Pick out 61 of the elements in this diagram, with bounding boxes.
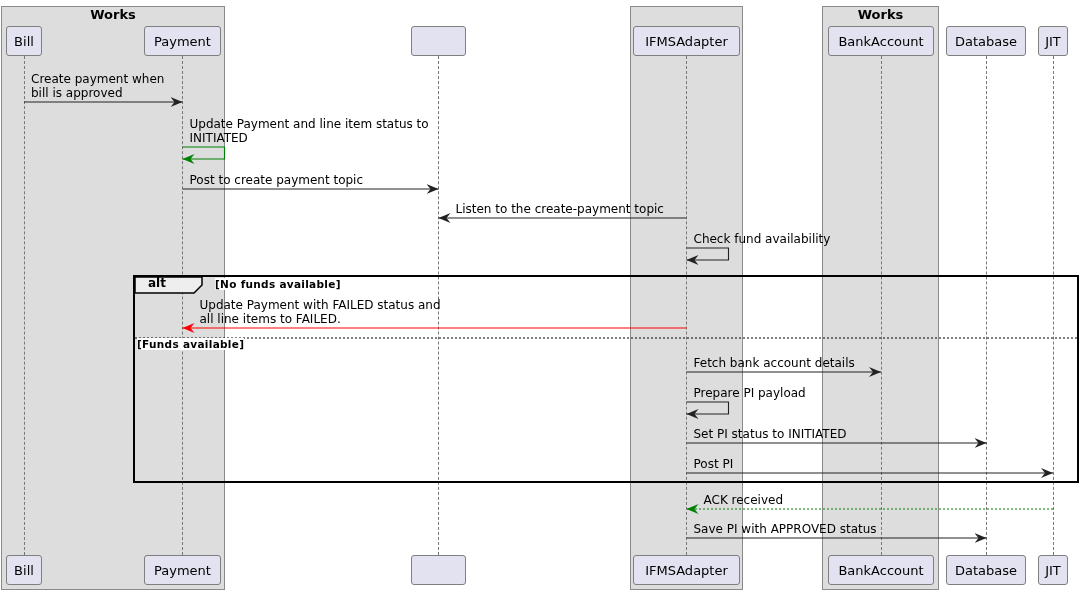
message-label: Update Payment with FAILED status and all line items to FAILED. [199,298,442,326]
participant-name: JIT [1045,33,1061,49]
participant-name: IFMSAdapter [645,562,728,578]
group-title: Works [856,7,905,22]
self-message-arrow [685,401,730,419]
self-message-arrow [685,247,730,265]
message-arrow [685,504,1054,514]
participant-name: Bill [14,562,34,578]
participant-box [144,26,221,56]
participant-box [144,555,221,585]
participant-box [6,26,42,56]
lifeline [23,56,25,555]
message-arrow [685,533,988,543]
message-label: Check fund availability [693,232,831,246]
fragment-operator: alt [148,276,166,291]
message-label: Prepare PI payload [693,386,806,400]
participant-box [1038,555,1068,585]
lifeline [1052,56,1054,555]
participant-box [633,555,740,585]
message-label: Listen to the create-payment topic [455,202,664,216]
participant-name: Database [955,562,1017,578]
participant-name: Database [955,33,1017,49]
participant-name: BankAccount [838,33,924,49]
participant-name: JIT [1045,562,1061,578]
message-arrow [685,468,1054,478]
message-label: Set PI status to INITIATED [693,427,847,441]
message-label: Update Payment and line item status to INITIATED [189,117,430,145]
participant-name: BankAccount [838,562,924,578]
participant-name: Bill [14,33,34,49]
message-label: Save PI with APPROVED status [693,522,877,536]
participant-box [946,26,1026,56]
lifeline [438,56,439,555]
message-label: Post to create payment topic [189,173,364,187]
message-arrow [23,97,184,107]
lifeline [686,56,687,555]
participant-box [411,26,466,56]
participant-name: Payment [154,33,211,49]
guard-condition: [Funds available] [137,338,245,350]
message-arrow [685,367,882,377]
message-label: ACK received [703,493,784,507]
participant-box [6,555,42,585]
participant-box [946,555,1026,585]
participant-box [633,26,740,56]
message-arrow [181,323,688,333]
participant-box [1038,26,1068,56]
lifeline [880,56,882,555]
self-message-arrow [181,146,226,164]
group-title: Works [89,7,137,22]
participant-box [828,26,934,56]
message-arrow [685,438,988,448]
participant-name: Payment [154,562,211,578]
lifeline [986,56,987,555]
participant-name: IFMSAdapter [645,33,728,49]
message-label: Fetch bank account details [693,356,855,370]
participant-box [411,555,466,585]
guard-condition: [No funds available] [215,278,341,290]
message-label: Post PI [693,457,734,471]
message-arrow [181,184,440,194]
participant-box [828,555,934,585]
message-label: Create payment when bill is approved [31,72,166,100]
message-arrow [437,213,688,223]
